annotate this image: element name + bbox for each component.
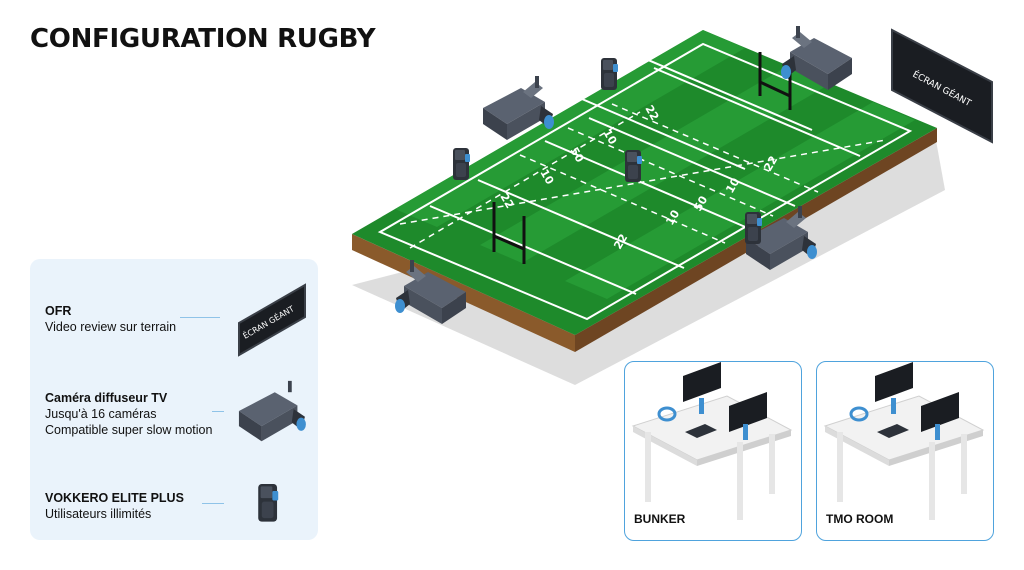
- radio-device-icon: [625, 150, 642, 182]
- legend-desc: Compatible super slow motion: [45, 423, 213, 437]
- legend-desc: Video review sur terrain: [45, 320, 177, 334]
- desk-workstation-icon: [631, 362, 793, 520]
- radio-device-icon: [601, 58, 618, 90]
- radio-device-icon: [453, 148, 470, 180]
- page-title: CONFIGURATION RUGBY: [30, 24, 376, 54]
- room-bunker: BUNKER: [624, 361, 802, 541]
- legend-title: VOKKERO ELITE PLUS: [45, 491, 184, 505]
- giant-screen-icon: ÉCRAN GÉANT: [238, 283, 306, 357]
- radio-device-icon: [258, 484, 279, 522]
- legend-desc: Jusqu'à 16 caméras: [45, 407, 157, 421]
- legend-item-ofr: OFR Video review sur terrain: [45, 303, 176, 335]
- room-tmo: TMO ROOM: [816, 361, 994, 541]
- legend-title: Caméra diffuseur TV: [45, 391, 168, 405]
- desk-workstation-icon: [823, 362, 985, 520]
- tv-camera-icon: [238, 380, 306, 442]
- legend-title: OFR: [45, 304, 72, 318]
- radio-device-icon: [745, 212, 762, 244]
- room-label: BUNKER: [634, 512, 686, 526]
- legend-desc: Utilisateurs illimités: [45, 507, 152, 521]
- room-label: TMO ROOM: [826, 512, 894, 526]
- legend-panel: OFR Video review sur terrain ÉCRAN GÉANT…: [30, 259, 318, 540]
- giant-screen-icon: ÉCRAN GÉANT: [891, 28, 993, 144]
- legend-item-vokkero: VOKKERO ELITE PLUS Utilisateurs illimité…: [45, 490, 184, 522]
- legend-item-tv-camera: Caméra diffuseur TV Jusqu'à 16 caméras C…: [45, 390, 212, 438]
